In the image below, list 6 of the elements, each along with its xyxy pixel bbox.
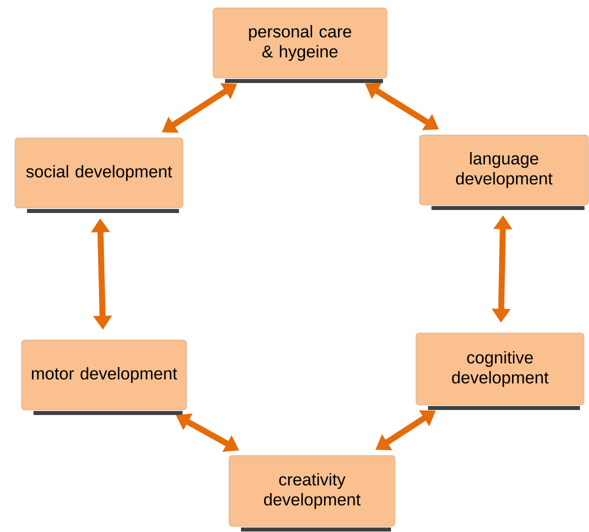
process-box: motor development: [21, 340, 187, 415]
process-box: creativity development: [228, 455, 396, 532]
process-box: cognitive development: [416, 332, 584, 410]
process-box: social development: [14, 138, 184, 213]
process-box: personal care & hygeine: [212, 8, 388, 83]
process-box: language development: [419, 134, 589, 210]
